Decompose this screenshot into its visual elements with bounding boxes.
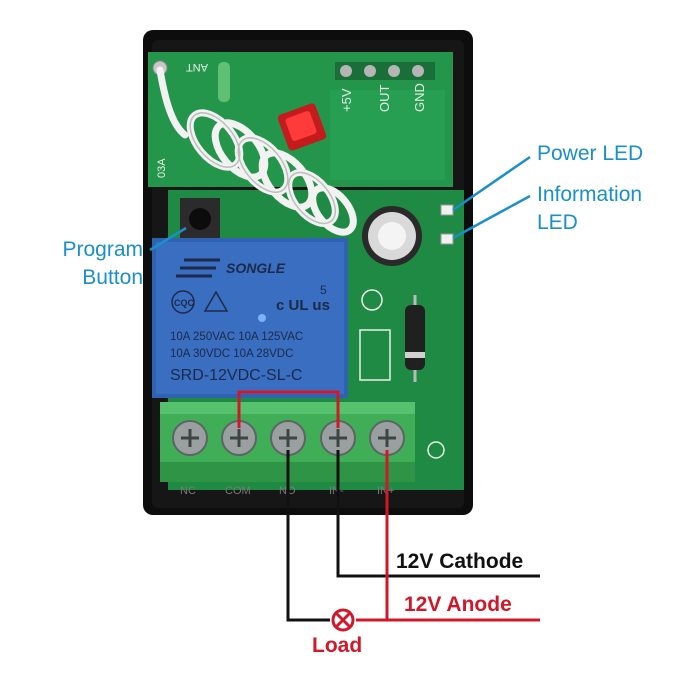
- gnd-label: GND: [412, 83, 427, 112]
- relay-ul: c UL us: [276, 297, 330, 314]
- cathode-label: 12V Cathode: [396, 550, 523, 573]
- terminal-label-nc: NC: [180, 485, 196, 497]
- screw-in-plus[interactable]: [369, 420, 405, 456]
- relay-brand: SONGLE: [226, 260, 286, 276]
- out-label: OUT: [377, 85, 392, 113]
- diode: [405, 295, 425, 382]
- ant-label: ANT: [186, 61, 208, 73]
- info-led-callout-line2: LED: [537, 211, 578, 234]
- relay-rating2: 10A 30VDC 10A 28VDC: [170, 348, 293, 360]
- information-led: [440, 233, 454, 245]
- pcb-silkscreen: [359, 289, 445, 459]
- screw-nc[interactable]: [172, 420, 208, 456]
- relay-model: SRD-12VDC-SL-C: [170, 367, 302, 384]
- program-callout-line1: Program: [62, 238, 143, 261]
- warning-triangle-icon: [203, 290, 229, 312]
- jumper-wire: [237, 390, 340, 428]
- relay: SONGLE CQC c UL us 5 10A 250VAC 10A 125V…: [152, 238, 348, 398]
- cqc-mark-icon: [171, 290, 195, 314]
- info-led-pointer: [452, 194, 531, 240]
- rf-module-texture: [330, 90, 445, 180]
- cathode-wire: [336, 450, 540, 578]
- red-resonator: [277, 103, 327, 151]
- power-led-callout: Power LED: [537, 142, 643, 165]
- program-pointer: [149, 226, 187, 252]
- load-lamp-icon: [331, 608, 355, 632]
- anode-label: 12V Anode: [404, 593, 512, 616]
- load-wire: [286, 450, 330, 622]
- side-code-label: 03A: [156, 158, 168, 178]
- songle-logo-icon: [176, 258, 220, 278]
- relay-ul-number: 5: [320, 283, 327, 297]
- screw-no[interactable]: [270, 420, 306, 456]
- relay-vent: [258, 314, 266, 322]
- capacitor: [362, 206, 422, 266]
- program-button[interactable]: [180, 198, 220, 240]
- power-led: [440, 204, 454, 216]
- coiled-antenna-shade: [189, 112, 337, 225]
- plus5v-label: +5V: [339, 88, 354, 112]
- coil-inductor: [218, 62, 230, 102]
- screw-com[interactable]: [221, 420, 257, 456]
- terminal-screws: [172, 420, 405, 456]
- info-led-callout-line1: Information: [537, 183, 642, 206]
- program-callout-line2: Button: [82, 266, 143, 289]
- relay-cqc: CQC: [174, 298, 195, 308]
- load-label: Load: [312, 634, 362, 657]
- header-pins: [335, 62, 435, 80]
- relay-rating1: 10A 250VAC 10A 125VAC: [170, 331, 303, 343]
- terminal-label-com: COM: [225, 485, 251, 497]
- power-led-pointer: [452, 155, 531, 212]
